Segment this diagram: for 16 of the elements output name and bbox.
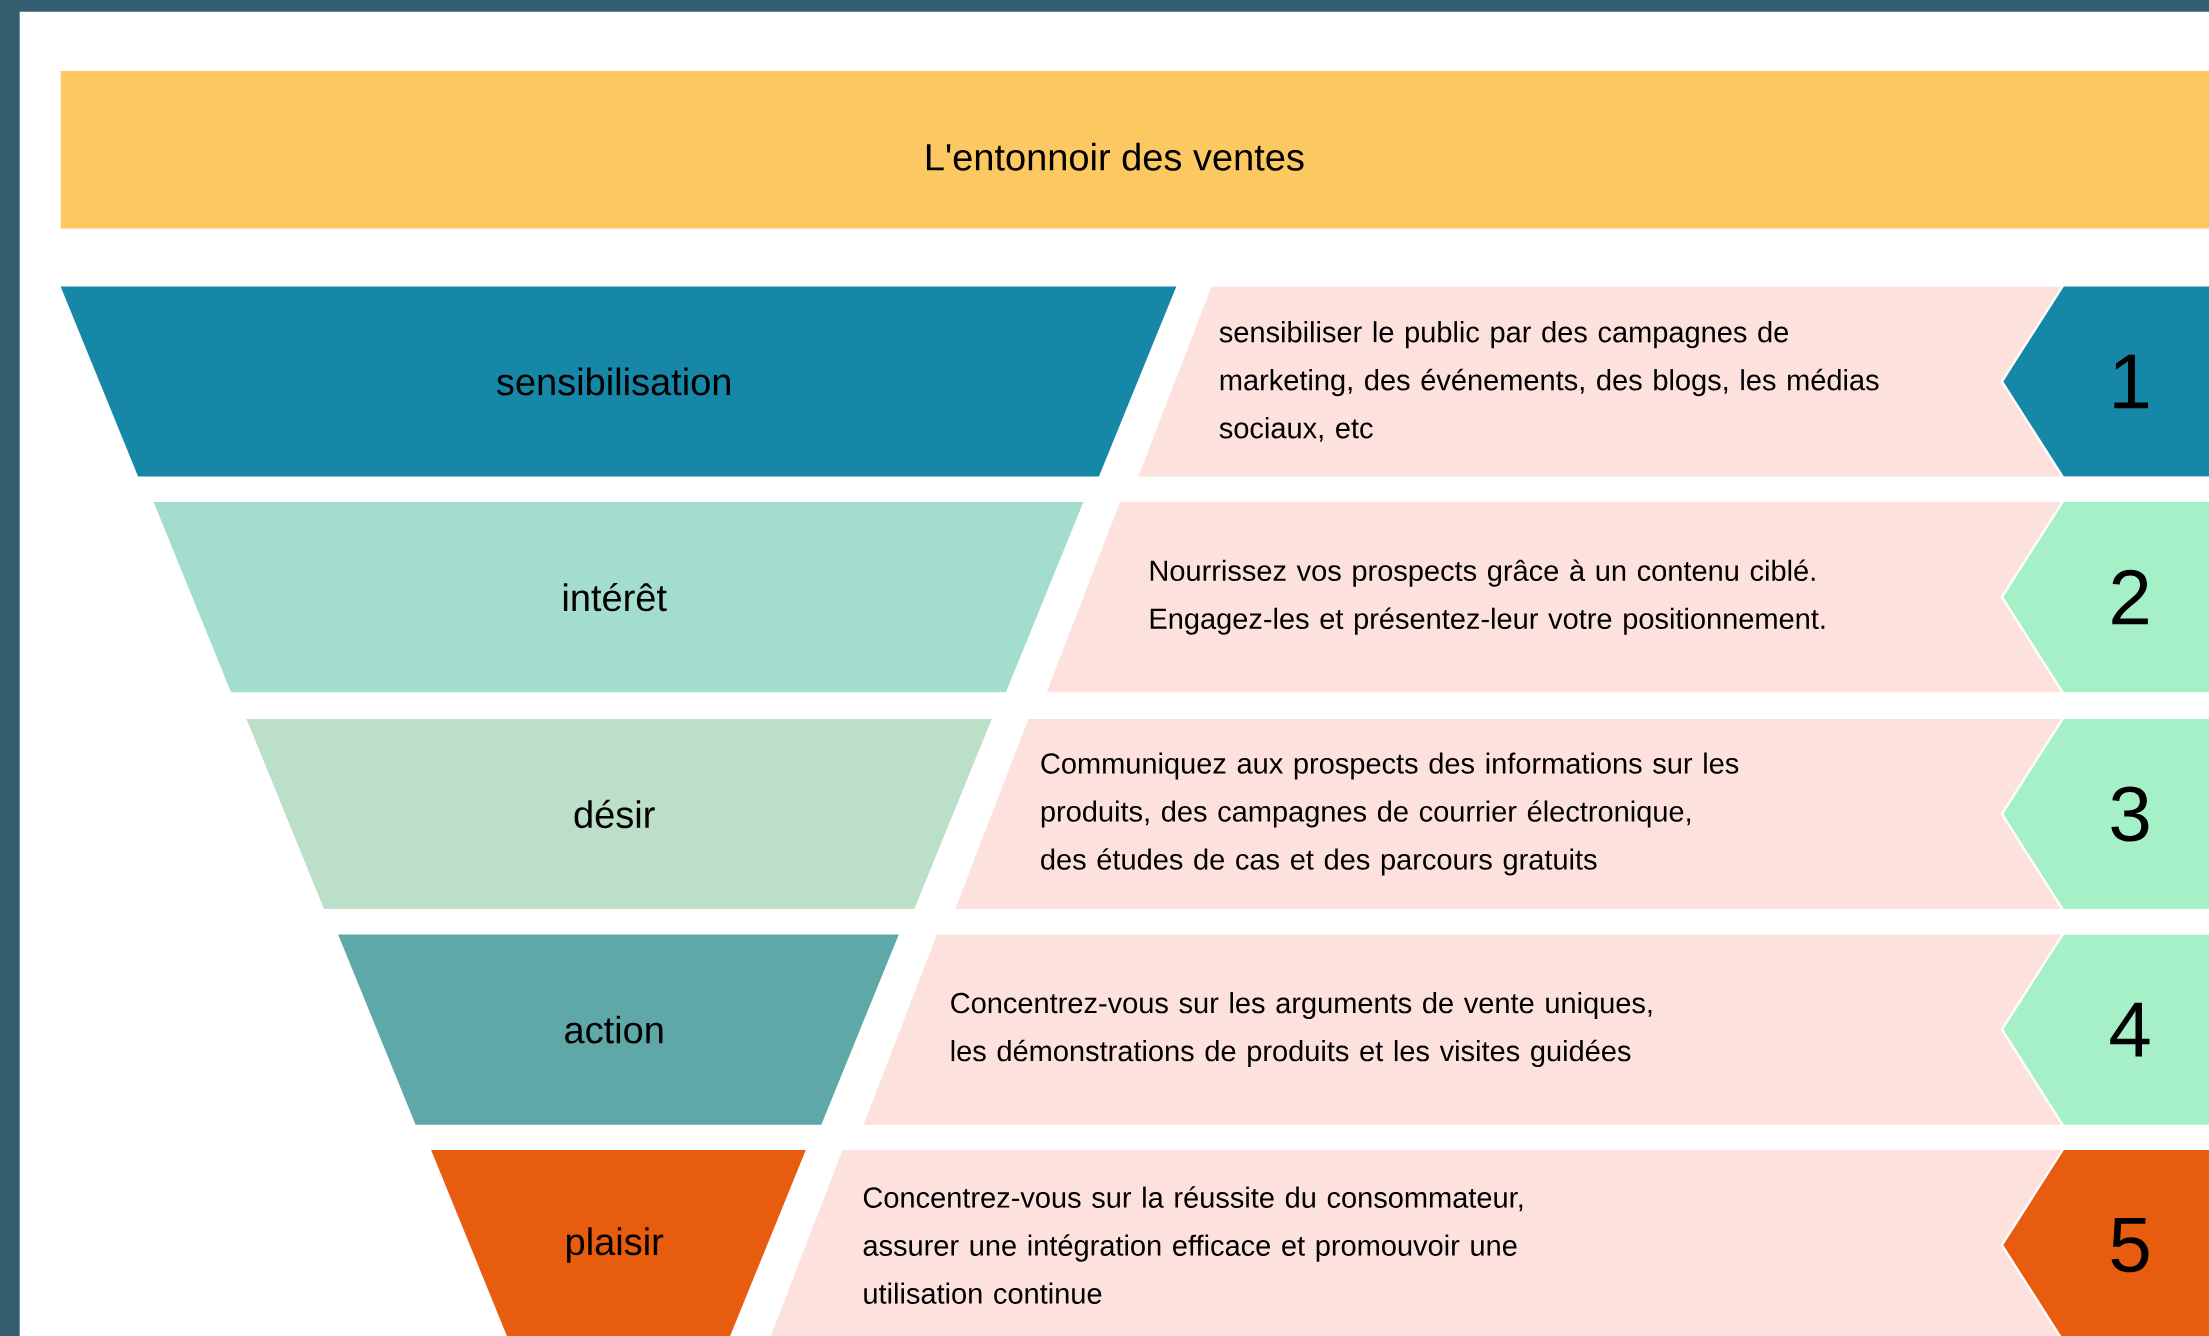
funnel-stage: intérêt — [153, 502, 1084, 693]
number-hexagon: 3 — [2003, 718, 2209, 910]
funnel-stage: désir — [246, 718, 992, 910]
number-hexagon: 1 — [2003, 286, 2209, 477]
funnel-stage: plaisir — [431, 1150, 806, 1336]
funnel-stage: sensibilisation — [60, 286, 1177, 477]
description-band: Nourrissez vos prospects grâce à un contenu ciblé. Engagez-les et présentez-leur votre positionnement. — [1046, 502, 2062, 693]
description-band: Concentrez-vous sur la réussite du consommateur, assurer une intégration efficace et promouvoir une utilisation continue — [769, 1150, 2062, 1336]
description-band: sensibiliser le public par des campagnes de marketing, des événements, des blogs, les médias sociaux, etc — [1138, 286, 2062, 477]
description-band: Communiquez aux prospects des informations sur les produits, des campagnes de courrier électronique, des études de cas et des parcours gratuits — [955, 718, 2062, 910]
title-band: L'entonnoir des ventes — [60, 70, 2209, 229]
number-hexagon: 4 — [2003, 934, 2209, 1125]
number-hexagon: 5 — [2003, 1150, 2209, 1336]
description-band: Concentrez-vous sur les arguments de vente uniques, les démonstrations de produits et les visites guidées — [863, 934, 2062, 1125]
number-hexagon: 2 — [2003, 502, 2209, 693]
funnel-stage: action — [338, 934, 899, 1125]
